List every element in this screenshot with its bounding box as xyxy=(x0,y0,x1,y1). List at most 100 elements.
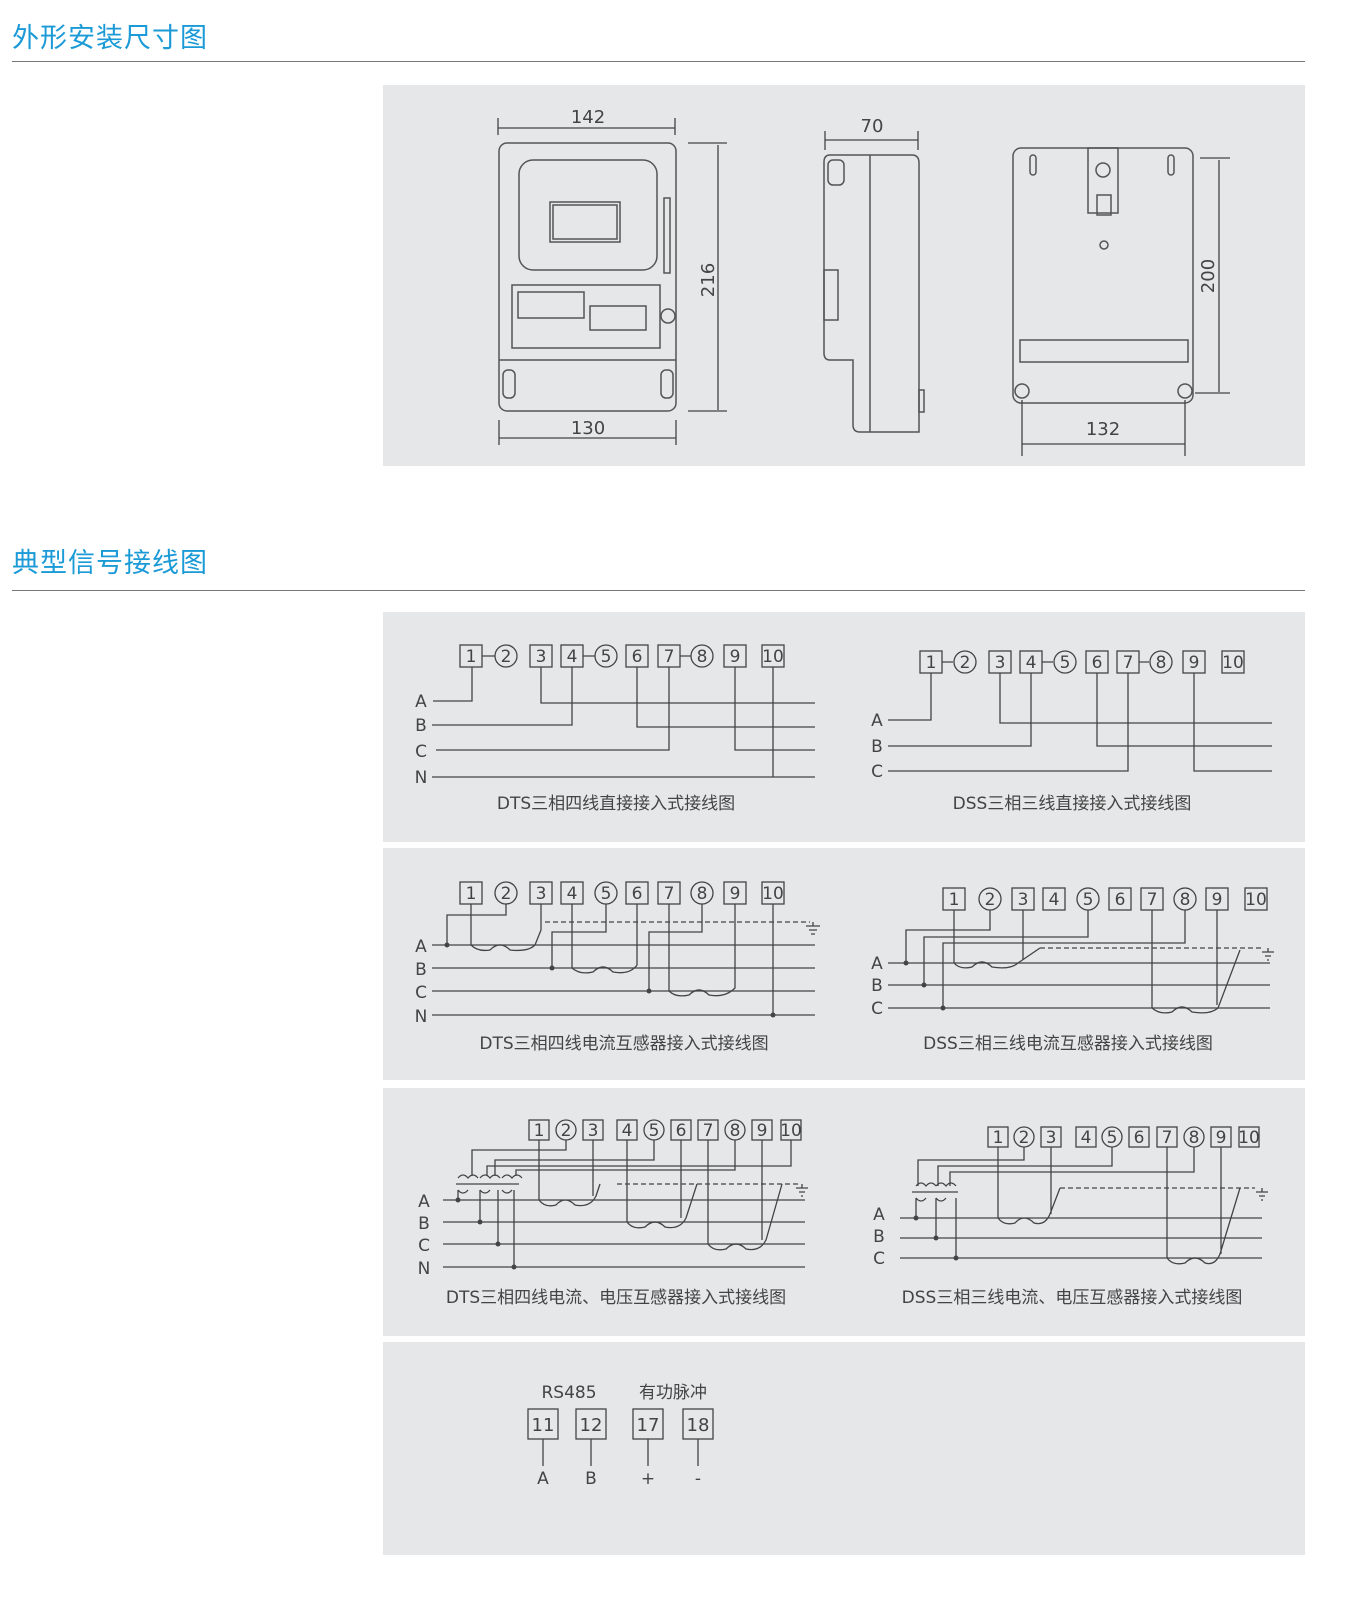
terminal-2: 2 xyxy=(494,881,518,905)
phase-label-C: C xyxy=(415,983,427,1003)
terminal-number: 7 xyxy=(664,647,675,667)
aux-terminal-panel xyxy=(383,1342,1305,1555)
terminal-number: 5 xyxy=(1060,653,1071,673)
terminal-8: 8 xyxy=(1149,650,1173,674)
terminal-number: 10 xyxy=(762,884,784,904)
phase-label-C: C xyxy=(873,1249,885,1269)
terminal-4: 4 xyxy=(560,644,584,668)
aux-terminal-12: 12B xyxy=(575,1408,607,1489)
terminal-number: 7 xyxy=(1162,1128,1173,1148)
terminal-circle xyxy=(1149,650,1173,674)
terminal-number: 1 xyxy=(993,1128,1004,1148)
terminal-number: 8 xyxy=(1189,1128,1200,1148)
terminal-number: 8 xyxy=(697,884,708,904)
terminal-number: 4 xyxy=(1049,890,1060,910)
phase-label-N: N xyxy=(415,1007,428,1027)
terminal-9: 9 xyxy=(723,644,747,668)
terminal-1: 1 xyxy=(528,1119,550,1141)
section-title-wiring: 典型信号接线图 xyxy=(12,548,208,579)
terminal-9: 9 xyxy=(723,881,747,905)
terminal-number: 2 xyxy=(960,653,971,673)
phase-label-A: A xyxy=(415,937,427,957)
terminal-number: 7 xyxy=(664,884,675,904)
terminal-signal: + xyxy=(641,1469,655,1489)
terminal-3: 3 xyxy=(1011,887,1035,911)
terminal-5: 5 xyxy=(1101,1126,1123,1148)
phase-label-A: A xyxy=(873,1205,885,1225)
wiring-panel-direct xyxy=(383,612,1305,842)
terminal-number: 10 xyxy=(780,1121,802,1141)
meter-side-view: 70 xyxy=(823,116,925,433)
terminal-number: 6 xyxy=(632,647,643,667)
terminal-number: 7 xyxy=(703,1121,714,1141)
terminal-number: 10 xyxy=(762,647,784,667)
terminal-2: 2 xyxy=(494,644,518,668)
terminal-8: 8 xyxy=(690,644,714,668)
terminal-2: 2 xyxy=(978,887,1002,911)
terminal-number: 9 xyxy=(1189,653,1200,673)
terminal-number: 6 xyxy=(1134,1128,1145,1148)
phase-label-C: C xyxy=(415,742,427,762)
terminal-box xyxy=(1244,887,1268,911)
terminal-6: 6 xyxy=(625,644,649,668)
terminal-box xyxy=(1075,1126,1097,1148)
divider xyxy=(12,61,1305,62)
terminal-number: 8 xyxy=(730,1121,741,1141)
terminal-6: 6 xyxy=(670,1119,692,1141)
terminal-number: 2 xyxy=(985,890,996,910)
meter-front-view: 142 130 216 xyxy=(497,107,727,445)
terminal-10: 10 xyxy=(780,1119,802,1141)
terminal-2: 2 xyxy=(555,1119,577,1141)
terminal-number: 1 xyxy=(926,653,937,673)
wiring-panel-ct-pt xyxy=(383,1088,1305,1336)
terminal-7: 7 xyxy=(1140,887,1164,911)
terminal-number: 9 xyxy=(1216,1128,1227,1148)
aux-terminal-17: 17 + xyxy=(632,1408,664,1489)
terminal-number: 11 xyxy=(532,1415,555,1436)
phase-label-C: C xyxy=(418,1236,430,1256)
dim-front-top-width: 142 xyxy=(571,107,605,128)
phase-label-B: B xyxy=(871,976,883,996)
terminal-10: 10 xyxy=(761,881,785,905)
terminal-number: 8 xyxy=(1156,653,1167,673)
terminal-box xyxy=(1128,1126,1150,1148)
phase-label-B: B xyxy=(415,716,427,736)
aux-terminal-18: 18- xyxy=(682,1408,714,1489)
phase-label-B: B xyxy=(418,1214,430,1234)
diagram-caption: DSS三相三线电流、电压互感器接入式接线图 xyxy=(902,1288,1243,1308)
terminal-number: 3 xyxy=(588,1121,599,1141)
diagram-caption: DTS三相四线电流、电压互感器接入式接线图 xyxy=(446,1288,786,1308)
terminal-1: 1 xyxy=(942,887,966,911)
terminal-number: 5 xyxy=(1083,890,1094,910)
terminal-4: 4 xyxy=(1075,1126,1097,1148)
terminal-number: 4 xyxy=(622,1121,633,1141)
terminal-number: 18 xyxy=(687,1415,710,1436)
terminal-number: 5 xyxy=(1107,1128,1118,1148)
terminal-number: 3 xyxy=(1018,890,1029,910)
phase-label-A: A xyxy=(871,711,883,731)
phase-label-B: B xyxy=(415,960,427,980)
terminal-8: 8 xyxy=(1183,1126,1205,1148)
phase-label-C: C xyxy=(871,999,883,1019)
phase-label-N: N xyxy=(418,1259,431,1279)
terminal-3: 3 xyxy=(529,881,553,905)
terminal-3: 3 xyxy=(529,644,553,668)
phase-label-A: A xyxy=(871,954,883,974)
dim-side-depth: 70 xyxy=(861,116,884,137)
terminal-number: 6 xyxy=(632,884,643,904)
terminal-number: 3 xyxy=(536,647,547,667)
terminal-3: 3 xyxy=(1040,1126,1062,1148)
terminal-number: 17 xyxy=(637,1415,660,1436)
terminal-number: 2 xyxy=(561,1121,572,1141)
terminal-number: 2 xyxy=(1019,1128,1030,1148)
terminal-number: 8 xyxy=(1180,890,1191,910)
dim-back-height: 200 xyxy=(1198,259,1219,293)
terminal-5: 5 xyxy=(1076,887,1100,911)
terminal-number: 9 xyxy=(730,884,741,904)
terminal-number: 9 xyxy=(730,647,741,667)
